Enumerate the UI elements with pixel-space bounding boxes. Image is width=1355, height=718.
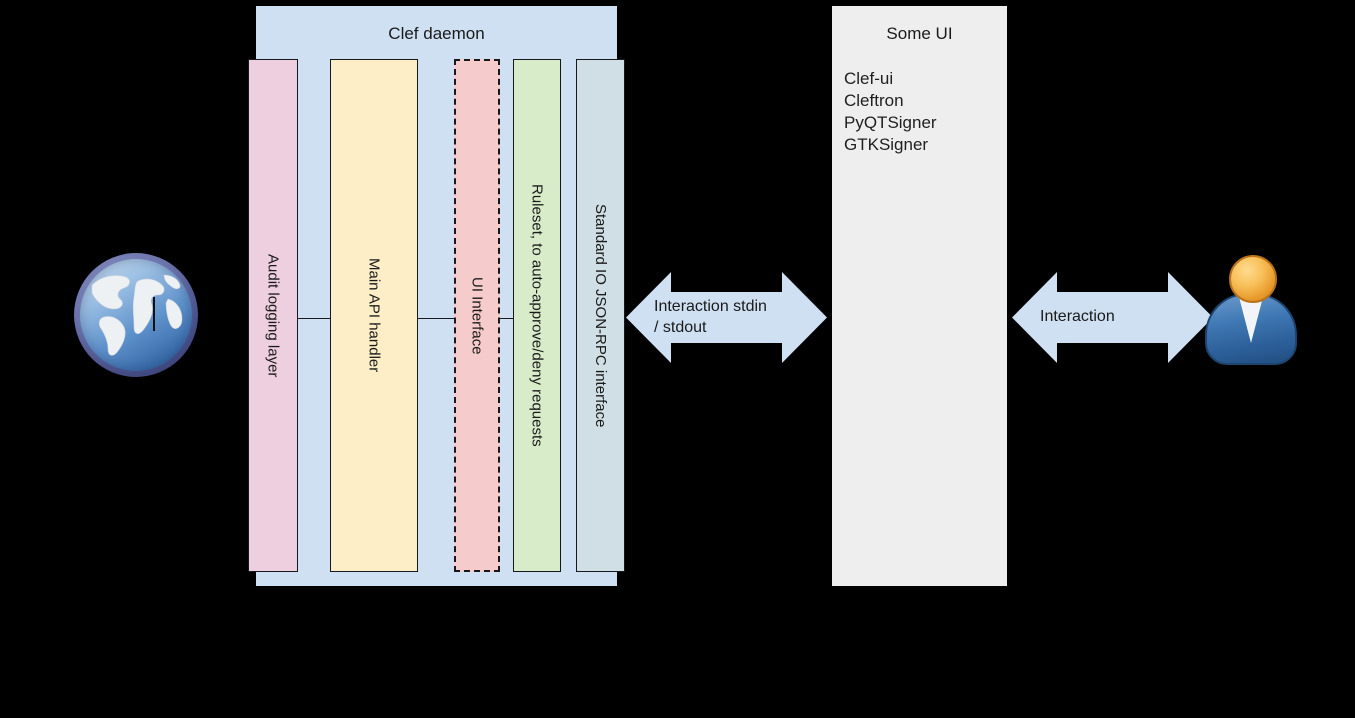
double-arrow-icon [1012, 272, 1213, 363]
globe-continents-icon [91, 274, 183, 356]
arrow-interaction [1012, 272, 1213, 363]
double-arrow-icon [626, 272, 827, 363]
globe-icon [74, 253, 198, 377]
list-item: Cleftron [844, 91, 904, 110]
clef-daemon-container: Clef daemon [256, 6, 617, 586]
connector-api-to-ui [418, 318, 454, 319]
user-icon [1203, 255, 1299, 367]
connector-ui-to-ruleset [500, 318, 513, 319]
list-item: GTKSigner [844, 135, 929, 154]
clef-box-audit-logging-layer[interactable]: Audit logging layer [248, 59, 298, 572]
clef-box-label: Main API handler [365, 258, 383, 373]
clef-box-ruleset[interactable]: Ruleset, to auto-approve/deny requests [513, 59, 561, 572]
list-item: PyQTSigner [844, 113, 937, 132]
some-ui-list: Clef-ui Cleftron PyQTSigner GTKSigner [844, 68, 1001, 156]
clef-box-label: Standard IO JSON-RPC interface [592, 203, 609, 428]
some-ui-title: Some UI [886, 24, 953, 43]
clef-box-label: Ruleset, to auto-approve/deny requests [528, 184, 546, 447]
clef-box-label: Audit logging layer [264, 253, 282, 378]
globe-body [80, 259, 192, 371]
clef-daemon-title: Clef daemon [388, 24, 485, 43]
clef-box-main-api-handler[interactable]: Main API handler [330, 59, 418, 572]
clef-box-ui-interface[interactable]: UI Interface [454, 59, 500, 572]
globe-meridian-icon [153, 297, 155, 331]
user-head [1229, 255, 1277, 303]
list-item: Clef-ui [844, 69, 894, 88]
some-ui-panel: Some UI Clef-ui Cleftron PyQTSigner GTKS… [832, 6, 1007, 586]
connector-audit-to-api [297, 318, 330, 319]
clef-box-standard-io-jsonrpc[interactable]: Standard IO JSON-RPC interface [576, 59, 625, 572]
clef-box-label: UI Interface [468, 276, 486, 355]
user-collar [1239, 297, 1263, 343]
arrow-interaction-stdin-stdout [626, 272, 827, 363]
